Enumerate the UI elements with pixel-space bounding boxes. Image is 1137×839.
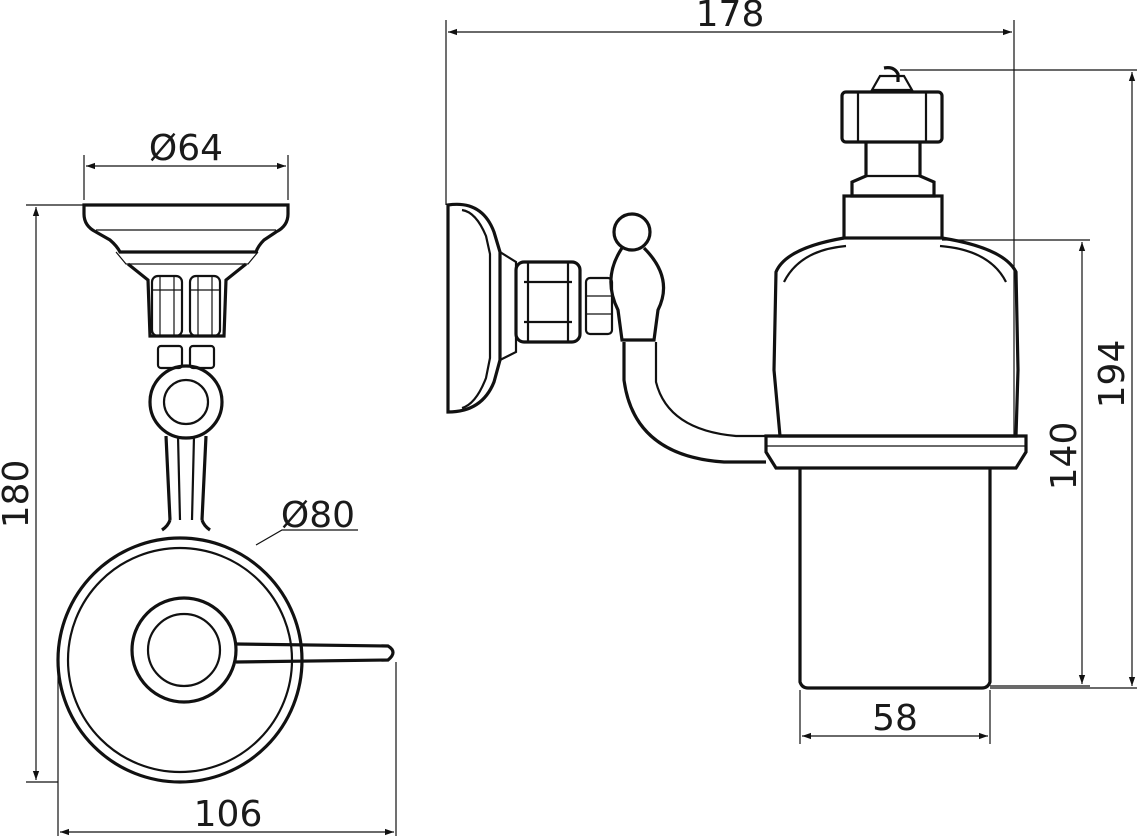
glass-cup [798, 468, 992, 690]
curved-arm [622, 342, 766, 464]
side-view [446, 66, 1028, 690]
left-dimensions: Ø64 180 Ø80 106 [0, 128, 397, 836]
connector-block [514, 260, 614, 344]
right-dimensions: 178 194 140 58 [445, 0, 1137, 744]
pump-head [840, 66, 944, 240]
dim-left-width: 106 [194, 794, 263, 835]
dim-cup-diameter: Ø64 [149, 128, 223, 169]
ball-finial [609, 212, 666, 342]
dim-left-height: 180 [0, 460, 37, 529]
dim-right-container-width: 58 [872, 698, 918, 739]
front-view [56, 203, 395, 784]
holder-ring [764, 434, 1028, 470]
stem [161, 435, 211, 532]
wall-flange [56, 536, 304, 784]
dish-cup [82, 203, 290, 265]
dim-right-length: 178 [696, 0, 765, 35]
wall-plate [446, 202, 518, 414]
neck [127, 262, 247, 370]
ring [148, 364, 224, 440]
side-arm [235, 642, 395, 664]
dim-right-total-height: 194 [1092, 340, 1133, 409]
dim-right-container-height: 140 [1044, 422, 1085, 491]
container-body [772, 236, 1020, 438]
dim-flange-diameter: Ø80 [281, 495, 355, 536]
